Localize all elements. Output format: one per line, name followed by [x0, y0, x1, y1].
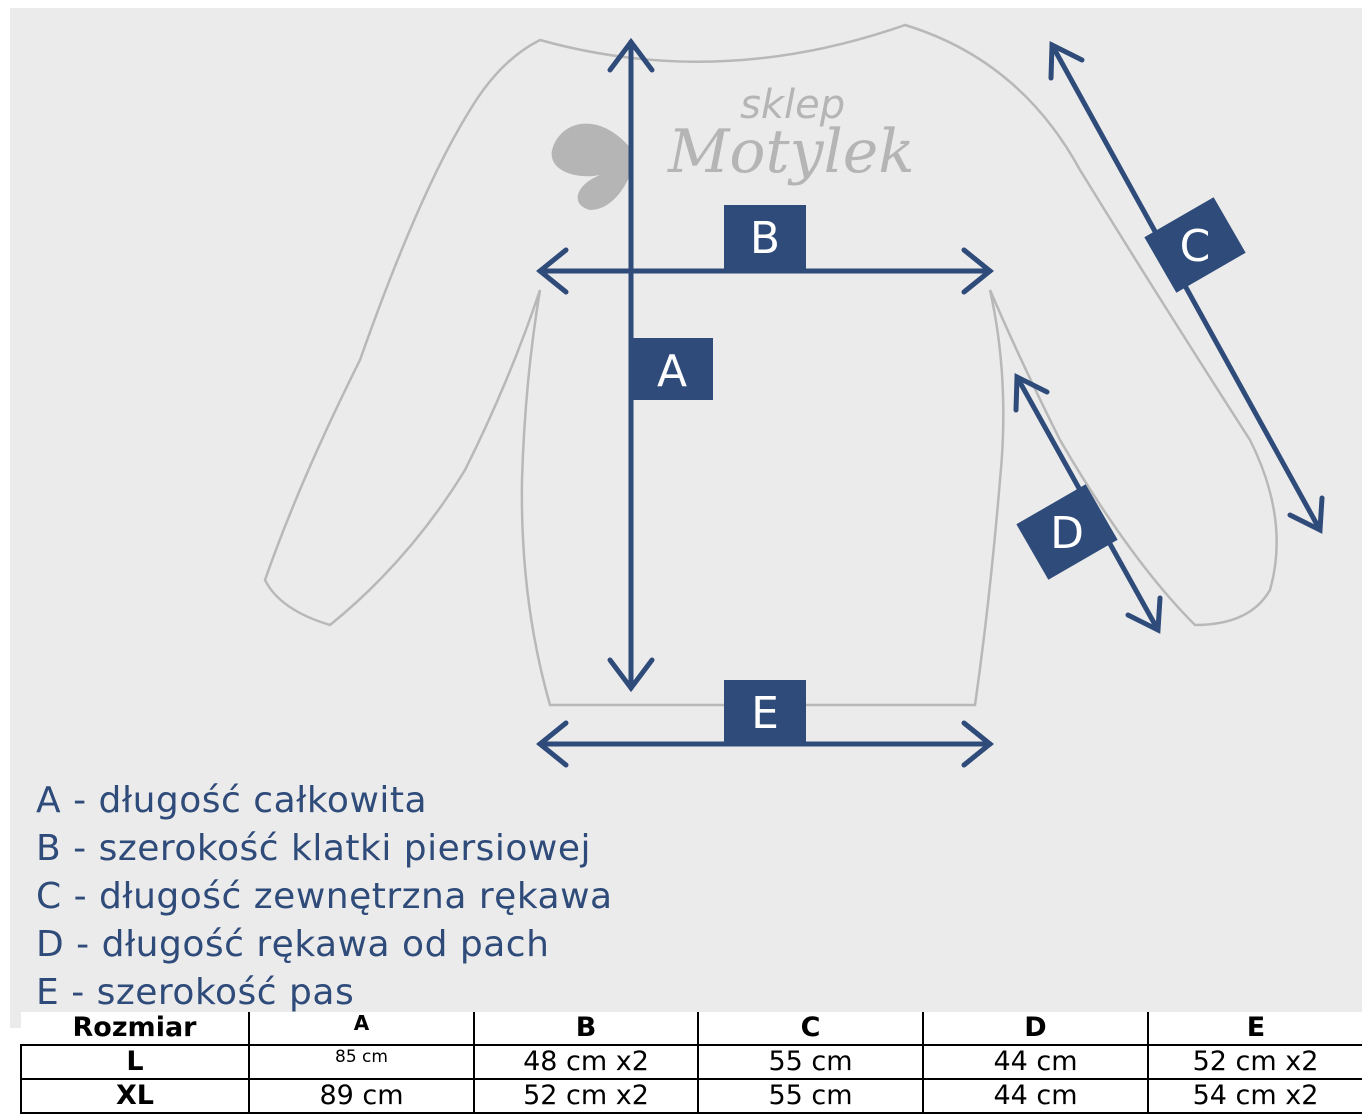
sweater-diagram: sklep Motylek B A E [263, 23, 1325, 768]
column-header: E [1147, 1012, 1362, 1046]
table-header-row: Rozmiar A B C D E [21, 1012, 1362, 1046]
label-a: A [631, 338, 713, 400]
size-table: Rozmiar A B C D E L 85 cm 48 cm x2 55 cm… [20, 1012, 1362, 1114]
column-header: Rozmiar [21, 1012, 249, 1046]
label-e: E [724, 680, 806, 744]
column-header: D [922, 1012, 1148, 1046]
label-b: B [724, 205, 806, 269]
watermark-sklep: sklep [740, 82, 845, 128]
svg-text:D: D [1050, 508, 1084, 559]
column-header: B [473, 1012, 698, 1046]
table-row: L 85 cm 48 cm x2 55 cm 44 cm 52 cm x2 [20, 1044, 1362, 1080]
svg-text:C: C [1180, 221, 1211, 272]
table-cell: XL [20, 1078, 250, 1114]
label-d: D [1016, 484, 1118, 580]
legend-line-e: E - szerokość pas [36, 972, 355, 1013]
column-header: A [248, 1012, 474, 1046]
table-cell: 44 cm [922, 1044, 1149, 1080]
table-row: XL 89 cm 52 cm x2 55 cm 44 cm 54 cm x2 [20, 1078, 1362, 1114]
sweater-outline [263, 23, 1278, 707]
table-cell: 55 cm [697, 1078, 924, 1114]
label-c: C [1144, 197, 1246, 293]
table-cell: 85 cm [248, 1044, 475, 1080]
watermark-logo: sklep Motylek [551, 82, 915, 210]
legend-line-a: A - długość całkowita [36, 780, 428, 821]
arrow-c [1048, 41, 1325, 534]
table-cell: 54 cm x2 [1147, 1078, 1362, 1114]
svg-text:B: B [750, 213, 780, 264]
table-cell: 44 cm [922, 1078, 1149, 1114]
table-cell: 52 cm x2 [1147, 1044, 1362, 1080]
table-cell: 52 cm x2 [473, 1078, 699, 1114]
column-header: C [697, 1012, 923, 1046]
svg-text:E: E [751, 688, 779, 739]
svg-text:A: A [657, 346, 687, 397]
arrow-b [536, 247, 994, 295]
table-cell: 55 cm [697, 1044, 924, 1080]
legend-line-d: D - długość rękawa od pach [36, 924, 550, 965]
table-cell: 89 cm [248, 1078, 475, 1114]
table-cell: L [20, 1044, 250, 1080]
diagram-panel [10, 8, 1362, 1028]
legend-line-b: B - szerokość klatki piersiowej [36, 828, 591, 869]
table-cell: 48 cm x2 [473, 1044, 699, 1080]
butterfly-icon [551, 123, 632, 210]
watermark-motylek: Motylek [667, 117, 915, 187]
legend-line-c: C - długość zewnętrzna rękawa [36, 876, 613, 917]
